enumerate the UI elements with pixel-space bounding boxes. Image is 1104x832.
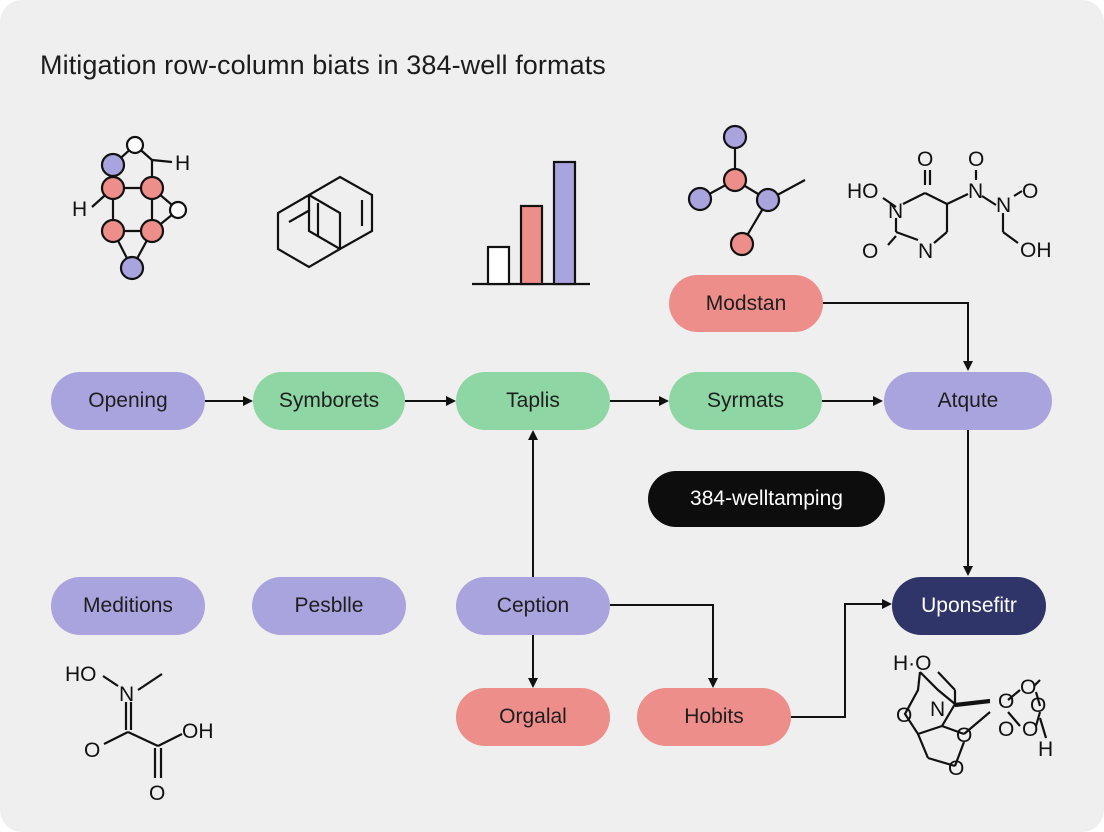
flow-connectors	[205, 302, 973, 722]
atom-label-oh: OH	[182, 720, 214, 743]
atom-label-o: O	[1022, 718, 1038, 741]
fused-rings-icon	[276, 175, 374, 269]
node-opening[interactable]: Opening	[51, 372, 205, 430]
atom-label-ho: HO	[847, 180, 879, 203]
node-384-welltamping[interactable]: 384-welltamping	[648, 471, 885, 527]
node-taplis[interactable]: Taplis	[456, 372, 610, 430]
atom-label-o: O	[84, 739, 100, 762]
atom-label-h: H	[175, 152, 190, 175]
node-atqute[interactable]: Atqute	[884, 372, 1052, 430]
node-symborets[interactable]: Symborets	[253, 372, 405, 430]
node-ception[interactable]: Ception	[456, 577, 610, 635]
pyrimidine-structure-icon	[882, 170, 1023, 246]
atom-label-n: N	[888, 200, 903, 223]
node-pesblle[interactable]: Pesblle	[252, 577, 406, 635]
atom-label-oh: OH	[1020, 239, 1052, 262]
atom-label-h-dot: H·O	[893, 652, 932, 675]
atom-label-o: O	[956, 724, 972, 747]
branched-molecule-icon	[687, 124, 806, 257]
atom-label-o: O	[1020, 676, 1036, 699]
atom-label-n: N	[968, 180, 983, 203]
atom-label-o: O	[998, 690, 1014, 713]
atom-label-n: N	[918, 240, 933, 263]
atom-label-o: O	[968, 148, 984, 171]
arrow-hobits-uponsefitr	[782, 599, 892, 722]
node-uponsefitr[interactable]: Uponsefitr	[892, 577, 1046, 635]
atom-label-n: N	[996, 194, 1011, 217]
network-molecule-icon	[91, 135, 188, 281]
arrow-modstan-to-atqute	[822, 302, 973, 371]
atom-label-o: O	[998, 718, 1014, 741]
oxime-acid-structure-icon	[102, 673, 183, 778]
node-modstan[interactable]: Modstan	[669, 275, 823, 332]
node-orgalal[interactable]: Orgalal	[456, 688, 610, 746]
diagram-title: Mitigation row-column biats in 384-well …	[40, 50, 606, 80]
polycyclic-cage-structure-icon	[903, 671, 1048, 768]
atom-label-o: O	[862, 240, 878, 263]
atom-label-o: O	[1022, 180, 1038, 203]
atom-label-o: O	[896, 704, 912, 727]
atom-label-ho: HO	[65, 663, 97, 686]
atom-label-o: O	[948, 757, 964, 780]
node-meditions[interactable]: Meditions	[51, 577, 205, 635]
atom-label-o: O	[149, 782, 165, 805]
bar-chart-icon	[472, 160, 590, 286]
atom-label-n: N	[930, 698, 945, 721]
node-syrmats[interactable]: Syrmats	[669, 372, 822, 430]
atom-label-o: O	[1030, 694, 1046, 717]
node-hobits[interactable]: Hobits	[637, 688, 791, 746]
atom-label-h: H	[72, 198, 87, 221]
arrow-ception-to-hobits	[610, 604, 718, 688]
atom-label-o: O	[917, 148, 933, 171]
atom-label-n: N	[119, 683, 134, 706]
atom-label-h: H	[1038, 738, 1053, 761]
